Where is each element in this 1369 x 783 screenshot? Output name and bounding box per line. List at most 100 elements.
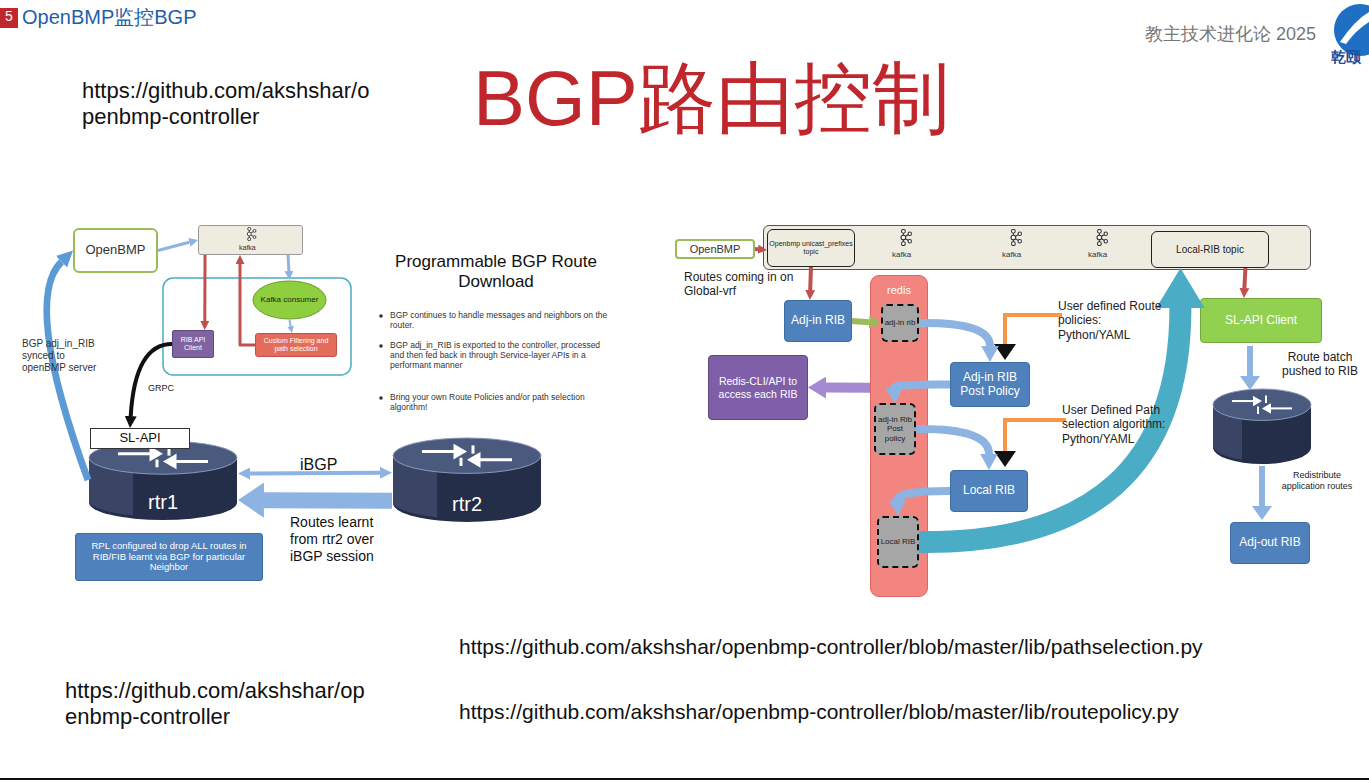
kafka-icon xyxy=(244,227,258,241)
kafka-icon xyxy=(1007,229,1024,246)
connector xyxy=(286,255,290,271)
connector xyxy=(203,255,206,321)
connector xyxy=(158,242,189,250)
node-text: kafka xyxy=(239,244,256,252)
repo-link: https://github.com/akshshar/openbmp-cont… xyxy=(82,78,370,131)
node-text: OpenBMP xyxy=(690,243,741,256)
source-box: OpenBMP xyxy=(73,228,158,273)
node-text: RIB API Client xyxy=(173,336,213,352)
redis-column: redis adj-in rib adj-in Rib Post policyLoc… xyxy=(870,275,928,597)
node-text: adj-in Rib Post policy xyxy=(876,415,914,443)
section-name: OpenBMP监控BGP xyxy=(22,5,197,29)
router-top xyxy=(89,441,237,474)
redistribute-arrow-head xyxy=(1252,506,1272,520)
connector xyxy=(808,267,813,290)
redis-entry: adj-in Rib Post policy xyxy=(874,403,916,455)
client-box: SL-API Client xyxy=(1200,298,1322,343)
node-text: Local RIB xyxy=(881,537,916,546)
bullet-text: BGP continues to handle messages and nei… xyxy=(390,310,615,330)
redis-entry: Local RIB xyxy=(877,516,919,568)
slide-title: BGP路由控制 xyxy=(473,52,950,146)
node-text: adj-in rib xyxy=(885,318,916,327)
node-text: rtr2 xyxy=(452,493,482,516)
policy-input-arrow xyxy=(1005,420,1066,452)
kafka-band: kafka kafka kafka Openbmp unicast_prefixes … xyxy=(763,225,1311,270)
consumer-ellipse: Kafka consumer xyxy=(252,280,327,320)
connector xyxy=(240,264,255,345)
bottom-rule xyxy=(0,778,1369,780)
node-text: Adj-in RIB Post Policy xyxy=(951,371,1029,399)
node-text: redis xyxy=(887,284,911,297)
policy-funnel xyxy=(994,344,1016,360)
router-top xyxy=(1213,389,1311,420)
rib-box: Local RIB xyxy=(950,470,1028,512)
kafka-icon xyxy=(1093,229,1110,246)
topic-box: Openbmp unicast_prefixes topic xyxy=(767,229,855,267)
bullet-dot xyxy=(379,314,383,318)
kafka-icon xyxy=(897,229,914,246)
flow-note: User defined Route policies: Python/YAML xyxy=(1058,299,1173,342)
edge-label: iBGP xyxy=(300,455,337,474)
note-box: RPL configured to drop ALL routes in RIB… xyxy=(75,533,263,581)
node-text: Local RIB xyxy=(963,484,1015,498)
consumer-group-frame xyxy=(163,278,351,375)
redis-entry: adj-in rib xyxy=(881,304,919,342)
logo-swoosh xyxy=(1340,12,1369,44)
kafka-box: kafka xyxy=(198,225,303,255)
policy-input-arrow xyxy=(1005,315,1062,345)
bullet-dot xyxy=(379,396,383,400)
node-text: kafka xyxy=(892,250,911,259)
node-text: RPL configured to drop ALL routes in RIB… xyxy=(82,541,256,574)
node-text: Adj-in RIB xyxy=(791,314,845,328)
connector xyxy=(852,321,869,322)
filter-box: Custom Filtering and path selection xyxy=(255,333,337,357)
node-text: Kafka consumer xyxy=(261,295,319,304)
node-text: kafka xyxy=(1088,250,1107,259)
connector xyxy=(826,383,870,393)
panel-heading: Programmable BGP Route Download xyxy=(368,252,624,293)
router-symbol xyxy=(1213,389,1311,464)
policy-funnel xyxy=(994,451,1016,467)
router-arrows xyxy=(118,448,208,467)
router-arrows xyxy=(422,445,512,466)
node-text: rtr1 xyxy=(148,491,178,514)
connector xyxy=(264,492,392,509)
connector xyxy=(919,323,990,346)
code-link: https://github.com/akshshar/openbmp-cont… xyxy=(459,699,1179,724)
bullet-dot xyxy=(379,344,383,348)
edge-label: GRPC xyxy=(148,383,174,394)
router-arrows xyxy=(1232,396,1292,414)
flow-note: Redistribute application routes xyxy=(1276,470,1358,492)
edge-label: BGP adj_in_RIB synced to openBMP server xyxy=(22,338,106,374)
watermark: 教主技术进化论 2025 xyxy=(1145,24,1316,46)
bullet-text: Bring your own Route Policies and/or pat… xyxy=(390,392,615,412)
router-top xyxy=(393,438,541,473)
connector xyxy=(290,320,291,326)
push-arrow-head xyxy=(1240,376,1260,390)
rib-box: Adj-in RIB xyxy=(784,300,852,342)
page-number: 5 xyxy=(0,8,18,28)
connector xyxy=(1242,268,1247,288)
topic-box: Local-RIB topic xyxy=(1151,231,1269,268)
flow-note: User Defined Path selection algorithm: P… xyxy=(1062,403,1177,446)
rib-box: Adj-out RIB xyxy=(1230,522,1310,564)
client-box: RIB API Client xyxy=(172,330,214,358)
connector xyxy=(131,344,172,416)
kafka-mark xyxy=(247,227,256,240)
connector xyxy=(919,308,1180,542)
node-text: Redis-CLI/API to access each RIB xyxy=(714,375,802,399)
node-text: kafka xyxy=(1002,250,1021,259)
code-link: https://github.com/akshshar/openbmp-cont… xyxy=(459,634,1203,659)
node-text: SL-API xyxy=(119,431,160,446)
flow-note: Routes coming in on Global-vrf xyxy=(684,270,809,299)
push-arrow-line xyxy=(1247,346,1253,376)
rib-box: Adj-in RIB Post Policy xyxy=(950,362,1030,407)
logo-text: 乾颐 xyxy=(1331,48,1361,66)
kafka-mark xyxy=(1011,229,1021,245)
source-box: OpenBMP xyxy=(675,239,755,259)
connector xyxy=(755,247,758,251)
router-node: rtr2 xyxy=(392,437,542,522)
node-text: Openbmp unicast_prefixes topic xyxy=(768,240,854,256)
bullet-text: BGP adj_in_RIB is exported to the contro… xyxy=(390,340,615,371)
